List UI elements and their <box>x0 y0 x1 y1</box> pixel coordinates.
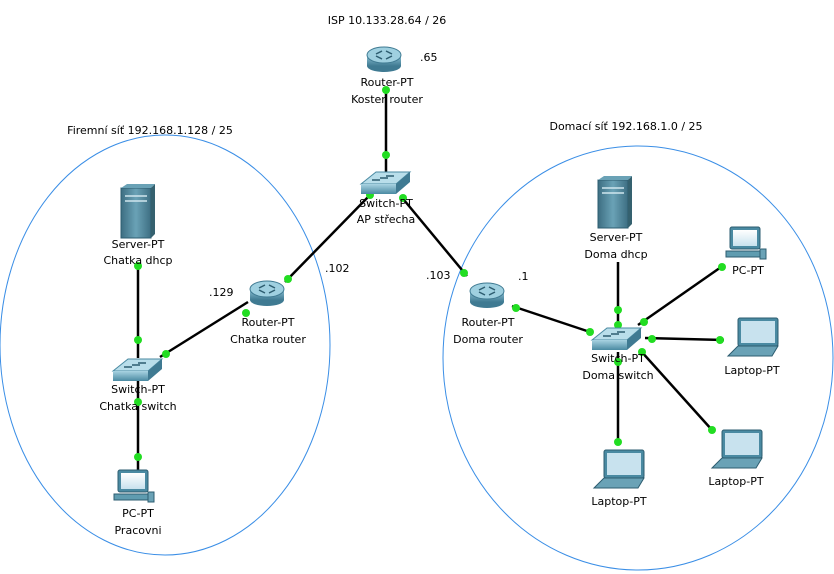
link-doma-router-switch <box>511 304 591 334</box>
doma-router-type: Router-PT <box>461 316 514 329</box>
pracovni-pc-icon[interactable] <box>113 469 155 503</box>
addr-chatka-lan: .129 <box>209 286 234 299</box>
chatka-router-type: Router-PT <box>241 316 294 329</box>
chatka-dhcp-name: Chatka dhcp <box>103 254 172 267</box>
pracovni-name: Pracovni <box>114 524 161 537</box>
ap-strecha-type: Switch-PT <box>359 197 413 210</box>
addr-doma-wan: .103 <box>426 269 451 282</box>
zone-firemni-ellipse <box>0 134 331 556</box>
addr-koster: .65 <box>420 51 438 64</box>
koster-router-type: Router-PT <box>360 76 413 89</box>
zone-domaci-ellipse <box>442 145 834 571</box>
doma-pc-type: PC-PT <box>732 264 764 277</box>
link-doma-switch-laptop-br <box>639 349 713 431</box>
doma-dhcp-type: Server-PT <box>590 231 643 244</box>
ap-strecha-switch-icon[interactable] <box>359 171 412 194</box>
laptop-bottom-right-type: Laptop-PT <box>708 475 763 488</box>
doma-dhcp-name: Doma dhcp <box>584 248 647 261</box>
chatka-switch-icon[interactable] <box>111 358 164 381</box>
laptop-right-icon[interactable] <box>726 317 779 357</box>
koster-router-icon[interactable] <box>366 46 402 72</box>
link-ap-doma-router <box>403 199 468 277</box>
ap-strecha-name: AP střecha <box>357 213 416 226</box>
laptop-bottom-icon[interactable] <box>592 449 645 489</box>
laptop-bottom-right-icon[interactable] <box>710 429 763 469</box>
doma-switch-type: Switch-PT <box>591 352 645 365</box>
doma-router-icon[interactable] <box>469 282 505 308</box>
chatka-switch-type: Switch-PT <box>111 383 165 396</box>
doma-dhcp-server-icon[interactable] <box>597 176 632 229</box>
addr-doma-lan: .1 <box>518 270 529 283</box>
laptop-right-type: Laptop-PT <box>724 364 779 377</box>
zone-isp-label: ISP 10.133.28.64 / 26 <box>328 14 447 27</box>
addr-chatka-wan: .102 <box>325 262 350 275</box>
doma-switch-icon[interactable] <box>590 327 643 350</box>
chatka-router-icon[interactable] <box>249 280 285 306</box>
link-chatka-router-switch <box>159 300 249 359</box>
chatka-switch-name: Chatka switch <box>99 400 176 413</box>
doma-switch-name: Doma switch <box>582 369 653 382</box>
pracovni-type: PC-PT <box>122 507 154 520</box>
doma-pc-icon[interactable] <box>725 226 767 260</box>
laptop-bottom-type: Laptop-PT <box>591 495 646 508</box>
koster-router-name: Koster router <box>351 93 423 106</box>
links <box>136 90 725 470</box>
zone-firemni-label: Firemní síť 192.168.1.128 / 25 <box>67 124 233 137</box>
zone-domaci-label: Domací síť 192.168.1.0 / 25 <box>549 120 702 133</box>
port-dots <box>134 86 726 461</box>
link-doma-switch-pc <box>637 263 725 327</box>
chatka-dhcp-server-icon[interactable] <box>120 184 155 239</box>
chatka-dhcp-type: Server-PT <box>112 238 165 251</box>
doma-router-name: Doma router <box>453 333 523 346</box>
link-doma-switch-laptop <box>644 336 725 342</box>
chatka-router-name: Chatka router <box>230 333 306 346</box>
link-ap-chatka-router <box>284 194 371 283</box>
